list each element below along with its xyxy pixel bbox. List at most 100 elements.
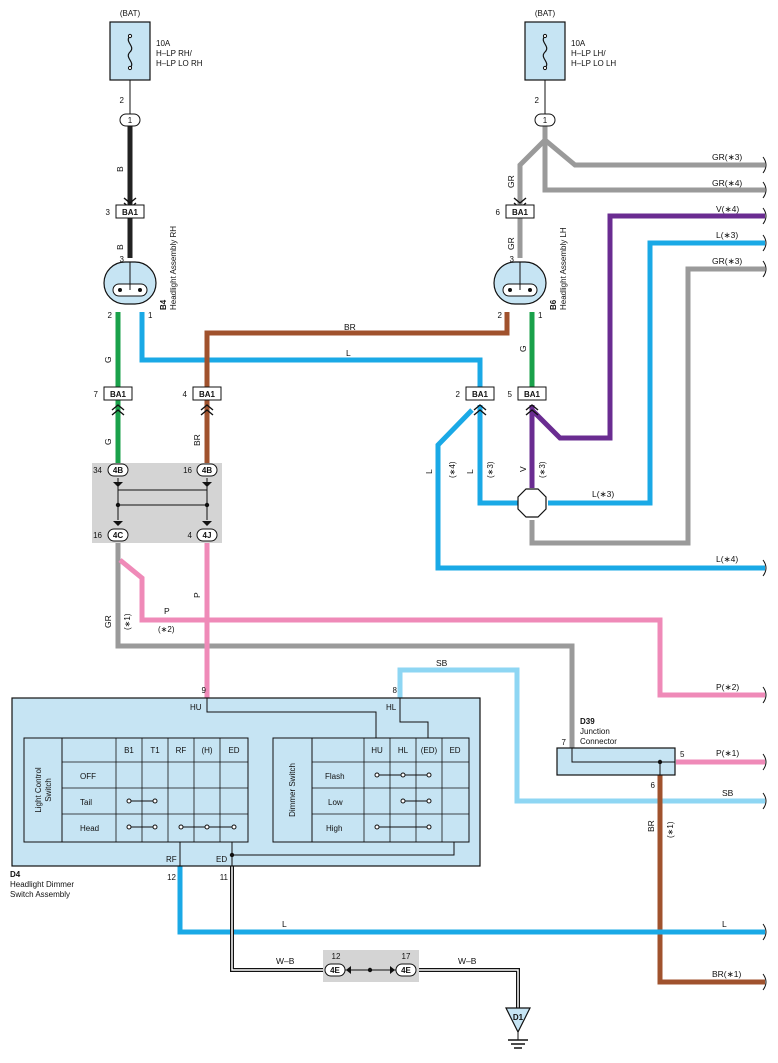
wire-sb (397, 667, 765, 804)
d4-pin-12: 12 (167, 873, 176, 882)
wire-l3-mid (477, 405, 518, 506)
label-p2: P(∗2) (716, 682, 739, 692)
label-l3-mid: L(∗3) (592, 489, 614, 499)
d39-name-2: Connector (580, 737, 617, 746)
ba1-rh-top: BA1 3 (106, 197, 145, 219)
row-high: High (326, 824, 342, 833)
wire-label-p2: P (164, 606, 170, 616)
label-sb: SB (722, 788, 734, 798)
ground-d1: D1 (505, 1007, 531, 1049)
fuse-node-lh: 1 (543, 116, 548, 125)
svg-text:BA1: BA1 (472, 390, 489, 399)
d4-hl: HL (386, 703, 397, 712)
svg-text:BA1: BA1 (122, 208, 139, 217)
col-ed: ED (228, 746, 239, 755)
svg-text:3: 3 (106, 208, 111, 217)
row-off: OFF (80, 772, 96, 781)
note-3-b: (∗3) (538, 461, 547, 478)
headlight-rh-name: Headlight Assembly RH (169, 226, 178, 310)
d4-name-2: Switch Assembly (10, 890, 70, 899)
wire-label-g-lh: G (518, 345, 528, 352)
svg-text:4C: 4C (113, 531, 123, 540)
headlight-lh-name: Headlight Assembly LH (559, 227, 568, 310)
dimmer-switch-title: Dimmer Switch (288, 763, 297, 817)
svg-text:4: 4 (183, 390, 188, 399)
d39-junction-connector: D39 Junction Connector 7 5 6 (556, 717, 685, 790)
svg-text:1: 1 (148, 311, 153, 320)
label-l3: L(∗3) (716, 230, 738, 240)
d4-ed: ED (216, 855, 227, 864)
wire-gr3-top (543, 138, 765, 168)
svg-text:16: 16 (183, 466, 192, 475)
ba1-pin4: BA1 4 (183, 386, 222, 416)
dimmer-switch-table: Dimmer Switch HU HL (ED) ED Flash Low Hi… (272, 737, 470, 843)
wire-label-br2: BR (192, 434, 202, 446)
svg-text:4E: 4E (401, 966, 411, 975)
label-v4: V(∗4) (716, 204, 739, 214)
svg-text:4B: 4B (202, 466, 212, 475)
fuse-pin-rh: 2 (120, 96, 125, 105)
wire-gr3-right (529, 266, 765, 546)
fuse-name-rh-1: H–LP RH/ (156, 49, 193, 58)
svg-text:BA1: BA1 (512, 208, 529, 217)
ba1-pin7: BA1 7 (94, 386, 133, 416)
headlight-lh: 3 2 1 B6 Headlight Assembly LH (493, 227, 568, 320)
label-gr4: GR(∗4) (712, 178, 742, 188)
wire-br-lh (204, 312, 510, 392)
svg-text:4J: 4J (203, 531, 212, 540)
svg-text:6: 6 (651, 781, 656, 790)
wire-label-l3-a: L (465, 469, 475, 474)
wire-gr4-top (542, 140, 765, 193)
fuse-name-rh-2: H–LP LO RH (156, 59, 203, 68)
fuse-rating-rh: 10A (156, 39, 171, 48)
svg-text:4B: 4B (113, 466, 123, 475)
label-l4: L(∗4) (716, 554, 738, 564)
light-switch-title-2: Switch (44, 778, 53, 802)
wire-l3-right (548, 240, 765, 506)
fuse-rh: (BAT) 10A H–LP RH/ H–LP LO RH 2 1 (109, 9, 203, 127)
wire-wb-2 (416, 968, 520, 1008)
note-3-a: (∗3) (486, 461, 495, 478)
wire-label-wb-2: W–B (458, 956, 477, 966)
svg-text:7: 7 (94, 390, 99, 399)
headlight-rh: 3 2 1 B4 Headlight Assembly RH (103, 226, 178, 320)
svg-text:12: 12 (332, 952, 341, 961)
row-head: Head (80, 824, 99, 833)
svg-text:3: 3 (510, 255, 515, 264)
svg-text:1: 1 (538, 311, 543, 320)
note-2-a: (∗2) (158, 625, 175, 634)
label-p1: P(∗1) (716, 748, 739, 758)
row-flash: Flash (325, 772, 345, 781)
d4-headlight-dimmer-switch: 9 8 HU HL RF ED 12 11 D4 Headlight Dimme… (10, 686, 481, 899)
svg-text:17: 17 (402, 952, 411, 961)
fuse-pin-lh: 2 (535, 96, 540, 105)
label-l-right: L (722, 919, 727, 929)
wire-gr-lh (517, 122, 548, 258)
wire-label-v: V (518, 466, 528, 472)
svg-text:2: 2 (108, 311, 113, 320)
svg-text:34: 34 (93, 466, 102, 475)
d4-name-1: Headlight Dimmer (10, 880, 74, 889)
svg-text:BA1: BA1 (110, 390, 127, 399)
wire-label-b2: B (115, 244, 125, 250)
d4-pin-9: 9 (202, 686, 207, 695)
headlight-rh-code: B4 (159, 299, 168, 310)
wire-label-p: P (192, 592, 202, 598)
svg-text:4E: 4E (330, 966, 340, 975)
note-1-b: (∗1) (666, 821, 675, 838)
splice-junction (517, 488, 547, 518)
d4-rf: RF (166, 855, 177, 864)
d4-code: D4 (10, 870, 21, 879)
svg-text:4: 4 (188, 531, 193, 540)
d39-code: D39 (580, 717, 595, 726)
svg-text:6: 6 (496, 208, 501, 217)
d4-pin-8: 8 (393, 686, 398, 695)
wire-gr1 (115, 535, 575, 748)
label-br1: BR(∗1) (712, 969, 741, 979)
svg-text:5: 5 (508, 390, 513, 399)
wire-label-l-mid: L (346, 348, 351, 358)
ba1-pin2: BA1 2 (456, 386, 495, 416)
svg-text:5: 5 (680, 750, 685, 759)
wire-label-l4-a: L (424, 469, 434, 474)
wire-label-br-top: BR (344, 322, 356, 332)
